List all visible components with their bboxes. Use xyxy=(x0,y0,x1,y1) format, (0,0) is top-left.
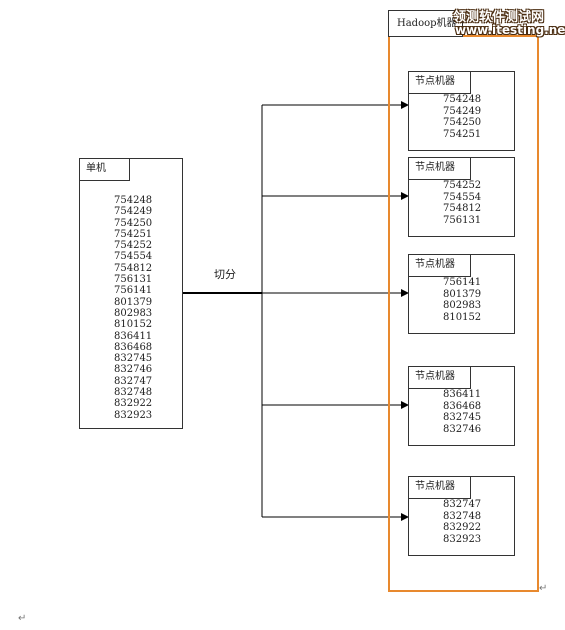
single-machine-value: 801379 xyxy=(114,296,153,308)
single-machine-value: 832922 xyxy=(114,398,153,410)
single-machine-value: 754252 xyxy=(114,240,153,252)
single-machine-value: 754248 xyxy=(114,195,153,206)
single-machine-label: 单机 xyxy=(80,159,130,181)
single-machine-value: 836468 xyxy=(114,341,153,353)
node-machine-value: 832746 xyxy=(443,423,482,435)
single-machine-value: 832923 xyxy=(114,409,153,421)
node-machine-value: 836468 xyxy=(443,400,482,412)
node-machine-value: 836411 xyxy=(443,389,482,400)
paragraph-mark-right: ↵ xyxy=(539,583,548,594)
node-machine-value: 754252 xyxy=(443,180,482,191)
single-machine-value: 832746 xyxy=(114,364,153,376)
node-machine-value: 754248 xyxy=(443,94,482,105)
node-machine-value: 756131 xyxy=(443,214,482,226)
node-machine-label: 节点机器 xyxy=(409,367,471,389)
hadoop-label-box: Hadoop机器 xyxy=(388,10,463,37)
node-machine-value: 832923 xyxy=(443,533,482,545)
node-machine-value: 832747 xyxy=(443,499,482,510)
single-machine-value: 754250 xyxy=(114,217,153,229)
node-machine-value: 801379 xyxy=(443,288,482,300)
node-machine-value: 754251 xyxy=(443,128,482,140)
node-machine-value: 754249 xyxy=(443,105,482,117)
single-machine-value: 832747 xyxy=(114,375,153,387)
node-machine-value: 832745 xyxy=(443,412,482,424)
single-machine-value: 836411 xyxy=(114,330,153,342)
node-machine-label: 节点机器 xyxy=(409,255,471,277)
single-machine-value: 832745 xyxy=(114,353,153,365)
single-machine-value: 832748 xyxy=(114,387,153,399)
node-machine-value: 754250 xyxy=(443,117,482,129)
node-machine-label: 节点机器 xyxy=(409,158,471,180)
single-machine-value: 754249 xyxy=(114,206,153,218)
node-machine-value: 802983 xyxy=(443,300,482,312)
hadoop-label: Hadoop机器 xyxy=(397,18,457,29)
node-machine-value: 832922 xyxy=(443,522,482,534)
single-machine-value: 754251 xyxy=(114,228,153,240)
hadoop-cluster-frame xyxy=(388,35,539,592)
single-machine-value: 810152 xyxy=(114,319,153,331)
node-machine-label: 节点机器 xyxy=(409,477,471,499)
single-machine-value: 756131 xyxy=(114,274,153,286)
node-machine-label: 节点机器 xyxy=(409,72,471,94)
node-machine-value: 832748 xyxy=(443,510,482,522)
node-machine-value: 810152 xyxy=(443,311,482,323)
node-machine-value: 754812 xyxy=(443,203,482,215)
split-label: 切分 xyxy=(214,268,236,281)
node-machine-value: 754554 xyxy=(443,191,482,203)
watermark-url: www.itesting.net xyxy=(455,23,565,37)
paragraph-mark-left: ↵ xyxy=(18,613,27,624)
single-machine-value: 756141 xyxy=(114,285,153,297)
single-machine-value: 802983 xyxy=(114,307,153,319)
watermark-title: 领测软件测试网 xyxy=(453,10,545,25)
single-machine-value: 754812 xyxy=(114,262,153,274)
node-machine-value: 756141 xyxy=(443,277,482,288)
single-machine-value: 754554 xyxy=(114,251,153,263)
